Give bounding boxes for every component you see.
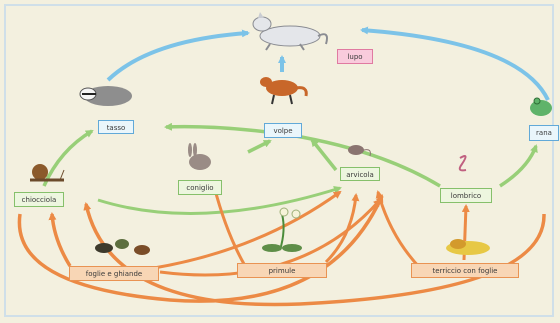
label-foglie-e-ghiande: foglie e ghiande bbox=[69, 266, 159, 281]
primrose-illustration bbox=[262, 207, 302, 252]
arrow-primule-coniglio bbox=[211, 184, 246, 265]
arrow-chiocciola-tasso bbox=[42, 129, 94, 187]
label-lombrico: lombrico bbox=[440, 188, 492, 203]
label-chiocciola: chiocciola bbox=[14, 192, 64, 207]
wolf-illustration bbox=[252, 12, 328, 51]
arrow-rana-lupo bbox=[360, 26, 550, 101]
fox-illustration bbox=[260, 77, 308, 105]
label-arvicola: arvicola bbox=[340, 167, 380, 181]
label-terriccio-con-foglie: terriccio con foglie bbox=[411, 263, 519, 278]
frog-illustration bbox=[530, 97, 552, 116]
snail-illustration bbox=[30, 164, 65, 182]
label-coniglio: coniglio bbox=[178, 180, 222, 195]
arrow-arvicola-volpe bbox=[310, 138, 338, 172]
arrow-bottom-loop-left bbox=[17, 194, 384, 303]
arrow-terriccio-arvicola bbox=[375, 190, 422, 270]
arrow-coniglio-volpe bbox=[247, 139, 272, 154]
rabbit-illustration bbox=[188, 143, 211, 170]
leaves-acorns-illustration bbox=[95, 239, 150, 255]
arrow-lombrico-rana bbox=[499, 144, 538, 188]
arrow-chiocciola-arvicola bbox=[97, 185, 342, 215]
label-rana: rana bbox=[529, 125, 559, 141]
vole-illustration bbox=[348, 145, 371, 157]
leaf-litter-illustration bbox=[446, 239, 490, 255]
label-volpe: volpe bbox=[264, 123, 302, 138]
label-tasso: tasso bbox=[98, 120, 134, 134]
arrow-tasso-lupo bbox=[106, 29, 250, 82]
arrow-foglie-arvicola bbox=[153, 190, 342, 270]
arrow-foglie-chiocciola bbox=[48, 212, 72, 267]
label-lupo: lupo bbox=[337, 49, 373, 64]
label-primule: primule bbox=[237, 263, 327, 278]
frame-border bbox=[4, 4, 554, 317]
badger-illustration bbox=[79, 86, 132, 106]
arrow-bottom-loop-right bbox=[83, 202, 546, 307]
worm-illustration bbox=[458, 155, 467, 172]
